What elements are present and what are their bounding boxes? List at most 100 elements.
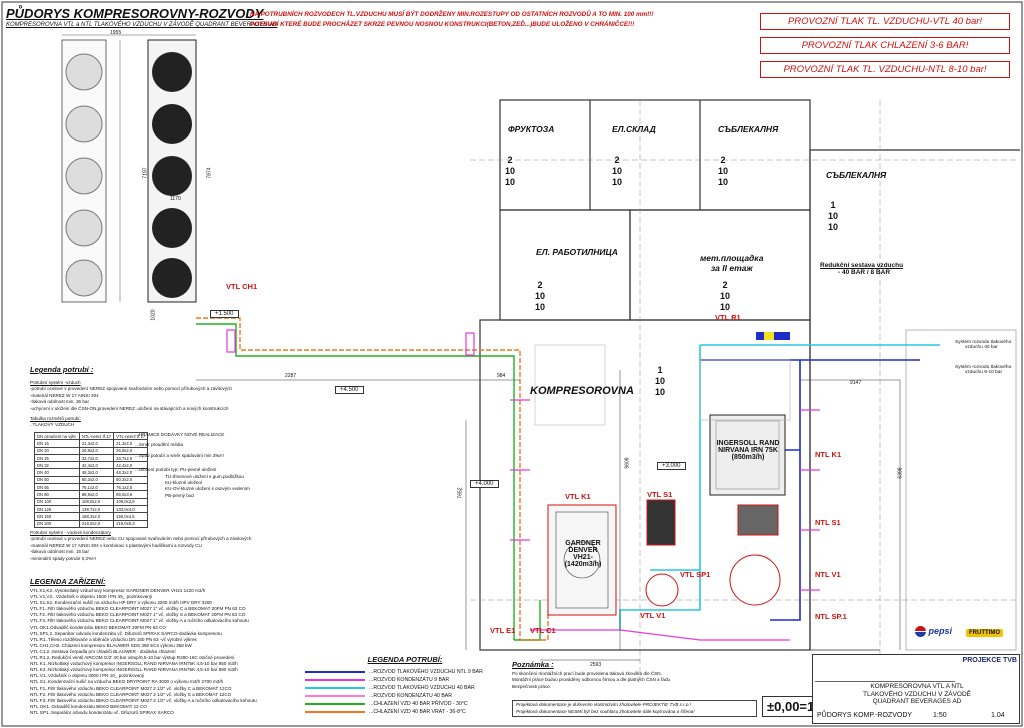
dim-1955: 1955 xyxy=(110,30,122,36)
pipe-color-swatch xyxy=(305,703,365,705)
label-ntl-s1: NTL S1 xyxy=(815,518,841,527)
pipe-legend-item: ...ROZVOD KONDENZÁTU 9 BAR xyxy=(305,676,505,684)
room-sableklanya-2: СЪБЛЕКАЛНЯ xyxy=(826,170,887,180)
condensate-pipes xyxy=(510,399,820,641)
list-item: VTL S1,S2..Kondenzační sušič na vzduchu … xyxy=(30,600,212,606)
label-vtl-c1: VTL C1 xyxy=(530,626,556,635)
list-item: VTL OK1.Odvaděč kondenzátu BEKO BEKOMAT … xyxy=(30,624,166,630)
list-item: VTL V1,V2.. Vzdušník o objemu 1500 l PN … xyxy=(30,594,153,600)
pipe-legend-item: ...ROZVOD TLAKOVÉHO VZDUCHU NTL 9 BAR xyxy=(305,668,505,676)
platform-area-2 xyxy=(699,359,791,421)
list-item: NTL F1..Filtr tlakového vzduchu BEKO CLE… xyxy=(30,685,232,691)
list-item: VTL F3..Filtr tlakového vzduchu BEKO CLE… xyxy=(30,618,249,624)
platform-area xyxy=(534,344,606,426)
legend-pipes: LEGENDA POTRUBÍ: ...ROZVOD TLAKOVÉHO VZD… xyxy=(305,655,505,716)
boundary-marker-1 xyxy=(226,329,236,353)
level-4500: +4.500 xyxy=(335,386,364,394)
dim-1170: 1170 xyxy=(170,196,181,202)
pipe-color-swatch xyxy=(305,687,365,689)
pressure-box-ntl: PROVOZNÍ TLAK TL. VZDUCHU-NTL 8-10 bar! xyxy=(760,61,1010,78)
drawing-title: PŮDORYS KOMPRESOROVNY-ROZVODY xyxy=(6,6,264,21)
fruttimo-logo: FRUTTIMO xyxy=(966,629,1003,637)
list-item: NTL K2..Nízkotlaký vzduchový kompresor I… xyxy=(30,667,238,673)
pipe-legend-item: ...ROZVOD KONDENZÁTU 40 BAR xyxy=(305,692,505,700)
cooler-unit-2 xyxy=(147,39,197,303)
legend-zarizeni-heading: LEGENDA ZAŘÍZENÍ: xyxy=(30,577,106,586)
dim-9609: 9609 xyxy=(624,457,631,469)
cooling-pipes xyxy=(196,317,549,641)
pressure-box-vtl: PROVOZNÍ TLAK TL. VZDUCHU-VTL 40 bar! xyxy=(760,13,1010,30)
cooling-legend: Potrubní systém - vodové kondenzátory -p… xyxy=(30,530,252,561)
level-1500: +1.500 xyxy=(210,310,239,318)
company-name: PROJEKCE TVB xyxy=(962,657,1017,664)
boundary-marker-2 xyxy=(465,332,475,356)
dim-7652: 7652 xyxy=(457,487,464,499)
title-block-rows xyxy=(815,657,955,682)
dim-9147: 9147 xyxy=(850,380,862,386)
list-item: NTL V1..Vzdušník o objemu 3000 l PN 10_ … xyxy=(30,673,145,679)
label-ntl-v1: NTL V1 xyxy=(815,570,841,579)
reduction-label: Redukční sestava vzduchu - 40 BAR / 8 BA… xyxy=(820,262,904,276)
pipe-color-swatch xyxy=(305,679,365,681)
ingersoll-compressor xyxy=(709,414,786,496)
warning-note-line2: POTRUBÍ KTERÉ BUDE PROCHÁZET SKRZE PEVNO… xyxy=(250,21,635,28)
label-vtl-ch1: VTL CH1 xyxy=(226,282,258,291)
room-el-rabotilnica: ЕЛ. РАБОТИЛНИЦА xyxy=(536,247,618,257)
pipe-color-swatch xyxy=(305,671,365,673)
label-vtl-v1: VTL V1 xyxy=(640,611,666,620)
pipe-legend-item: ...CHLAZENÍ VZD 40 BAR VRAT - 36-8°C xyxy=(305,708,505,716)
warning-note-line1: NA POTRUBNÍCH ROZVODECH TL.VZDUCHU MUSÍ … xyxy=(250,11,654,18)
list-item: VTL CH1,CH2..Chlazení kompresoru BLAUWER… xyxy=(30,642,192,648)
list-item: VTL F2..Filtr tlakového vzduchu BEKO CLE… xyxy=(30,612,246,618)
label-vtl-s1: VTL S1 xyxy=(647,490,673,499)
ntl-dryer xyxy=(737,504,779,536)
legend-zarizeni: LEGENDA ZAŘÍZENÍ: VTL K1,K2..Vysokotlaký… xyxy=(30,577,300,716)
pipe-legend-item: ...CHLAZENÍ VZD 40 BAR PŘÍVOD - 30°C xyxy=(305,700,505,708)
sheet-number: 1.04 xyxy=(991,712,1005,719)
pressure-box-cooling: PROVOZNÍ TLAK CHLAZENÍ 3-6 BAR! xyxy=(760,37,1010,54)
dimension-lines xyxy=(196,370,901,661)
dim-1020: 1020 xyxy=(150,309,157,321)
pepsi-icon xyxy=(915,626,926,638)
list-item: VTL R1..Těleso rozdělovače a sběrače vzd… xyxy=(30,636,197,642)
list-item: VTL SP1,2..Separátor odvodu kondenzátu v… xyxy=(30,630,222,636)
legend-pipes-heading: LEGENDA POTRUBÍ: xyxy=(367,655,443,664)
label-vtl-sp1: VTL SP1 xyxy=(680,570,711,579)
gardner-compressor xyxy=(547,504,617,616)
list-item: VTL R1,2..Redukční ventil AIRCOM G/2' 40… xyxy=(30,655,235,661)
legend-potrubi: Legenda potrubí : Potrubní systém -vzduc… xyxy=(30,365,280,429)
list-item: NTL F2..Filtr tlakového vzduchu BEKO CLE… xyxy=(30,691,232,697)
drawing-scale: 1:50 xyxy=(933,712,947,719)
drawing-name: PŮDORYS KOMP.-ROZVODY xyxy=(817,712,913,719)
level-4000: +4.000 xyxy=(470,480,499,488)
dim-7874: 7874 xyxy=(206,167,213,179)
label-ntl-k1: NTL K1 xyxy=(815,450,842,459)
pipe-color-swatch xyxy=(305,711,365,713)
vtl-tank xyxy=(645,573,679,607)
pepsi-logo: pepsi xyxy=(915,626,952,638)
list-item: NTL OK1..Odvaděč kondenzátu BEKO BEKOMAT… xyxy=(30,703,147,709)
room-fruktoza: ФРУКТОЗА xyxy=(508,124,555,134)
label-vtl-e1: VTL E1 xyxy=(490,626,516,635)
ingersoll-label: INGERSOLL RAND NIRVANA IRN 75K (850m3/h) xyxy=(716,440,780,461)
list-item: NTL F3..Filtr tlakového vzduchu BEKO CLE… xyxy=(30,697,257,703)
gardner-label: GARDNER DENVER VH21-(1420m3/h) xyxy=(564,540,602,568)
legend-potrubi-heading: Legenda potrubí : xyxy=(30,365,94,374)
